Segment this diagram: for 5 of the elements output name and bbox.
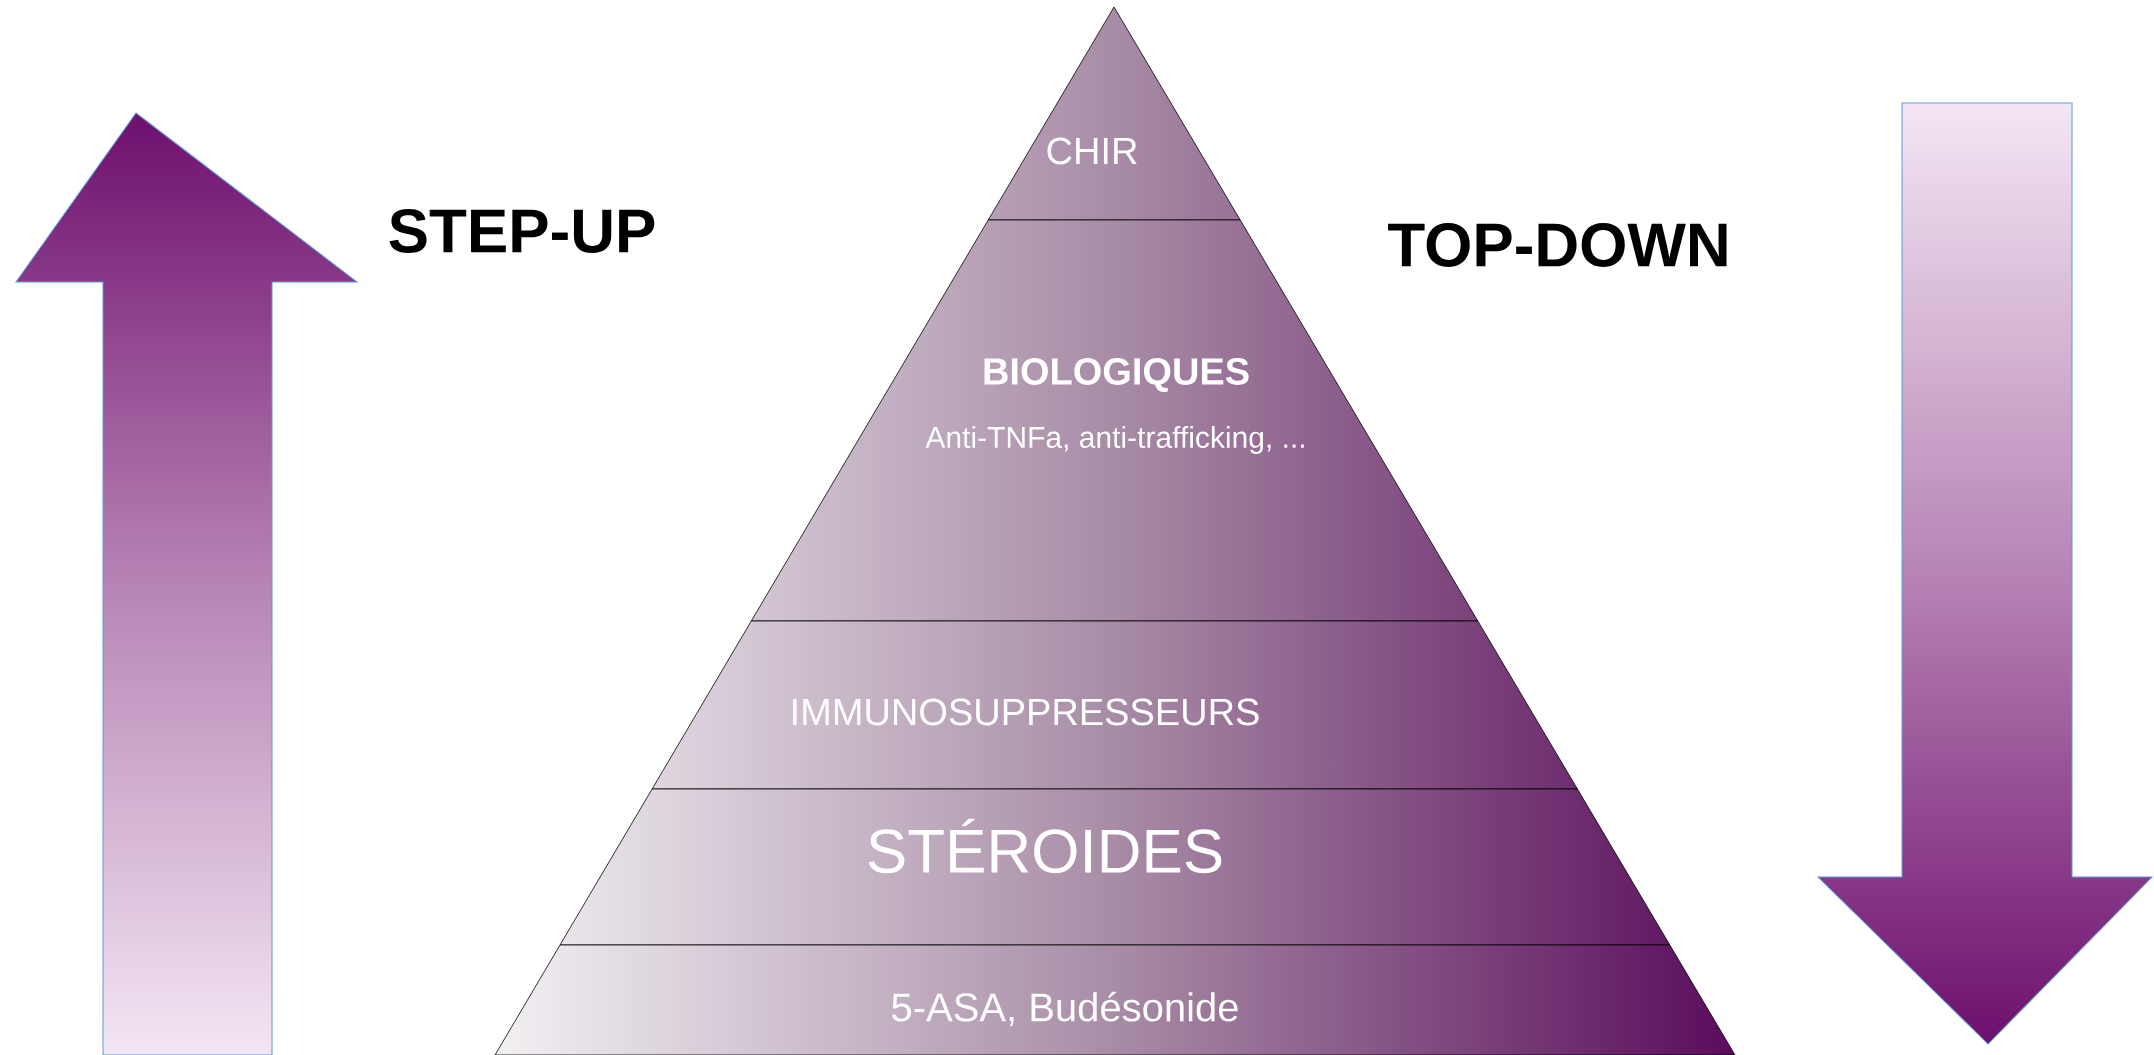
pyramid-tier: 5-ASA, Budésonide [494, 944, 1736, 1055]
pyramid-tier: STÉROIDES [559, 788, 1671, 946]
pyramid-tier: IMMUNOSUPPRESSEURS [651, 620, 1578, 790]
direction-label: STEP-UP [389, 209, 655, 253]
pyramid-tier: CHIR [987, 6, 1241, 221]
